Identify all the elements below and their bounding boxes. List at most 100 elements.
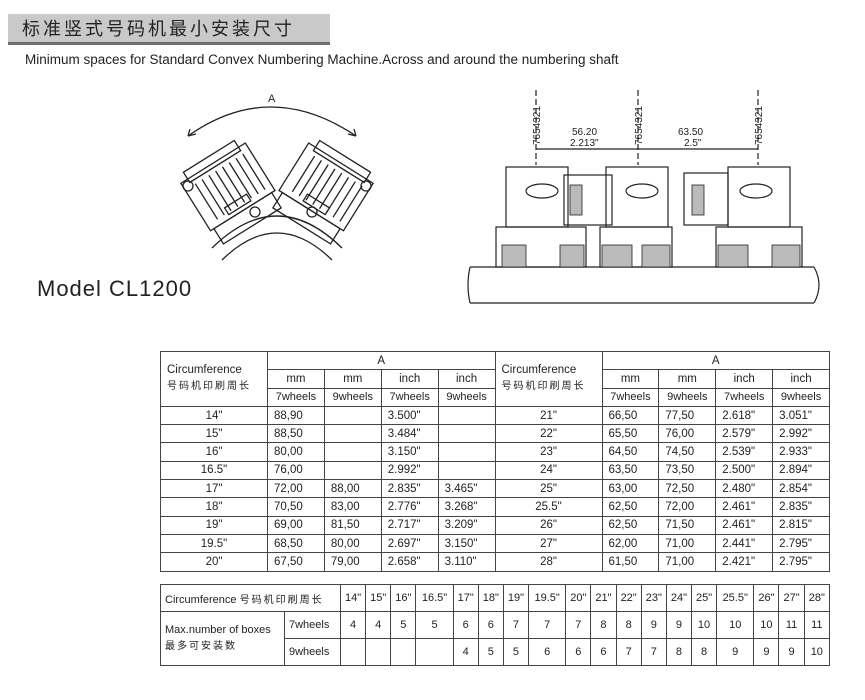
boxes-7wheels-cell: 10: [690, 611, 718, 639]
max-boxes-header: Max.number of boxes 最多可安装数: [160, 611, 285, 666]
value-cell: 3.209": [437, 515, 496, 535]
boxes-circ-cell: 20": [565, 584, 592, 612]
circumference-cell: 15": [160, 424, 268, 444]
value-cell: 3.150": [380, 442, 439, 462]
boxes-circ-cell: 19": [502, 584, 530, 612]
value-cell: 2.992": [772, 424, 830, 444]
value-cell: 70,50: [267, 497, 325, 517]
value-cell: 71,50: [658, 515, 717, 535]
circumference-cell: 18": [160, 497, 268, 517]
digits-label-1: 7654321: [532, 106, 543, 145]
boxes-circ-cell: 21": [590, 584, 617, 612]
dim2-mm: 63.50: [678, 127, 703, 138]
boxes-7wheels-cell: 11: [778, 611, 805, 639]
value-cell: 62,50: [601, 515, 660, 535]
boxes-9wheels-cell: [339, 638, 367, 666]
row-9wheels-label: 9wheels: [284, 638, 341, 666]
circumference-cell: 25.5": [494, 497, 603, 517]
dim2-inch: 2.5": [684, 138, 702, 149]
boxes-7wheels-cell: 8: [590, 611, 617, 639]
boxes-circ-label-cn: 号码机印刷周长: [239, 594, 324, 606]
value-cell: 3.150": [437, 533, 496, 554]
boxes-circ-cell: 17": [452, 584, 479, 612]
value-cell: 2.992": [380, 460, 439, 481]
circumference-cell: 20": [160, 552, 268, 572]
value-cell: 76,00: [658, 424, 717, 444]
value-cell: 65,50: [601, 424, 660, 444]
value-cell: 81,50: [323, 515, 382, 535]
across-shaft-drawing: 7654321 7654321 7654321 56.20 2.213" 63.…: [467, 90, 820, 304]
value-cell: 69,00: [267, 515, 325, 535]
circumference-cell: 19.5": [160, 533, 268, 554]
value-cell: 61,50: [601, 552, 660, 572]
dim1-inch: 2.213": [570, 138, 599, 149]
boxes-circ-cell: 14": [339, 584, 367, 612]
boxes-circ-cell: 22": [615, 584, 642, 612]
max-boxes-label-cn: 最多可安装数: [165, 641, 237, 652]
circumference-cell: 21": [494, 405, 603, 426]
value-cell: 2.717": [380, 515, 439, 535]
value-cell: 2.795": [772, 552, 830, 572]
boxes-7wheels-cell: 7: [528, 611, 567, 639]
boxes-9wheels-cell: 7: [615, 638, 642, 666]
value-cell: 76,00: [267, 460, 325, 481]
value-cell: 72,50: [658, 479, 717, 499]
unit-header: mm: [658, 369, 717, 389]
boxes-7wheels-cell: 8: [615, 611, 642, 639]
value-cell: 2.539": [715, 442, 774, 462]
circ-header-label: Circumference: [167, 364, 242, 377]
value-cell: 64,50: [601, 442, 660, 462]
angle-label: A: [268, 93, 276, 105]
unit-header: inch: [715, 369, 774, 389]
value-cell: 3.500": [380, 405, 439, 426]
unit-header: mm: [323, 369, 382, 389]
boxes-circ-cell: 28": [803, 584, 831, 612]
value-cell: 2.421": [715, 552, 774, 572]
value-cell: [323, 424, 382, 444]
value-cell: 72,00: [267, 479, 325, 499]
boxes-7wheels-cell: 9: [640, 611, 667, 639]
boxes-9wheels-cell: 8: [665, 638, 692, 666]
value-cell: 77,50: [658, 405, 717, 426]
value-cell: [437, 405, 496, 426]
value-cell: 66,50: [601, 405, 660, 426]
unit-header: inch: [380, 369, 439, 389]
value-cell: 2.500": [715, 460, 774, 481]
value-cell: 88,50: [267, 424, 325, 444]
page-title-cn: 标准竖式号码机最小安装尺寸: [22, 19, 295, 40]
wheels-header: 9wheels: [772, 387, 830, 407]
wheels-header: 7wheels: [267, 387, 325, 407]
value-cell: 88,90: [267, 405, 325, 426]
page-subtitle: Minimum spaces for Standard Convex Numbe…: [25, 52, 619, 67]
boxes-9wheels-cell: [415, 638, 454, 666]
max-boxes-label: Max.number of boxes: [165, 624, 271, 636]
value-cell: 2.835": [772, 497, 830, 517]
circ-header-label-cn: 号码机印刷周长: [501, 381, 586, 393]
boxes-circ-header: Circumference 号码机印刷周长: [160, 584, 341, 612]
boxes-7wheels-cell: 5: [415, 611, 454, 639]
circ-header-label: Circumference: [501, 364, 577, 377]
boxes-7wheels-cell: 6: [477, 611, 504, 639]
value-cell: 3.051": [772, 405, 830, 426]
unit-header: inch: [437, 369, 496, 389]
convex-heads-drawing: A: [179, 93, 375, 261]
boxes-circ-label: Circumference: [165, 593, 237, 606]
value-cell: 2.697": [380, 533, 439, 554]
value-cell: 80,00: [323, 533, 382, 554]
wheels-header: 9wheels: [323, 387, 382, 407]
boxes-9wheels-cell: 7: [640, 638, 667, 666]
boxes-9wheels-cell: 9: [716, 638, 755, 666]
boxes-circ-cell: 25.5": [716, 584, 755, 612]
value-cell: 2.441": [715, 533, 774, 554]
boxes-9wheels-cell: 8: [690, 638, 718, 666]
boxes-7wheels-cell: 10: [753, 611, 780, 639]
value-cell: 67,50: [267, 552, 325, 572]
wheels-header: 7wheels: [715, 387, 774, 407]
boxes-7wheels-cell: 10: [716, 611, 755, 639]
